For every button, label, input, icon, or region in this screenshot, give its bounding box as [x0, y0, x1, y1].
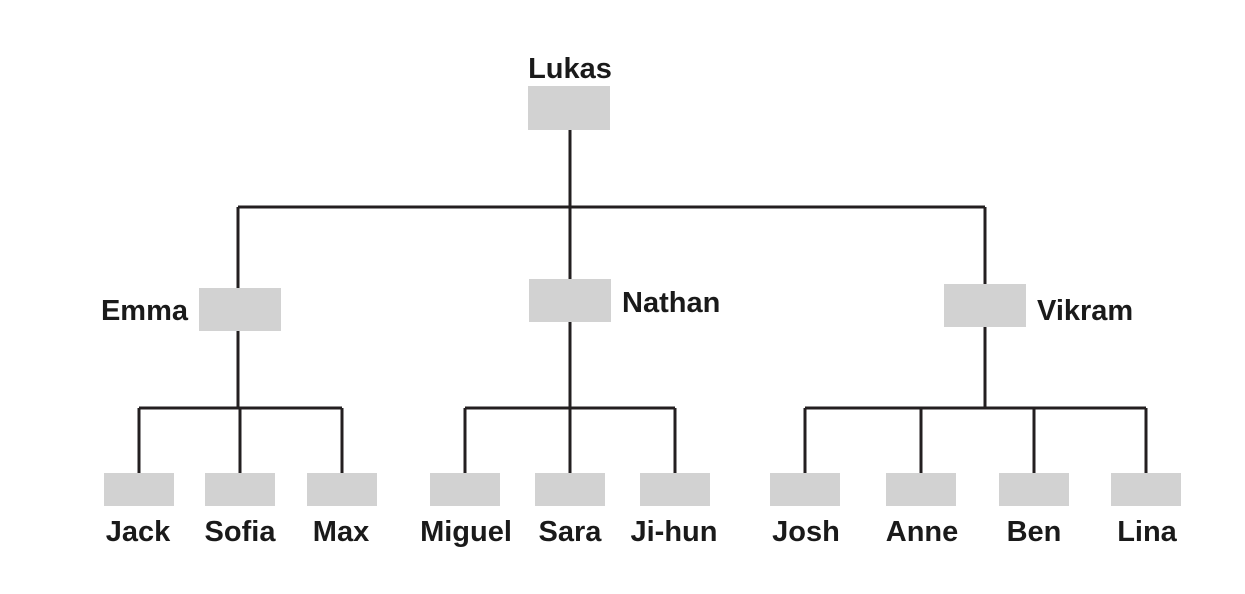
node-box-lukas[interactable]	[528, 86, 610, 130]
node-ben[interactable]: Ben	[999, 473, 1069, 548]
node-box-sofia[interactable]	[205, 473, 275, 506]
node-sara[interactable]: Sara	[535, 473, 605, 548]
node-jack[interactable]: Jack	[104, 473, 174, 548]
node-label-sofia: Sofia	[205, 516, 277, 548]
node-label-lukas: Lukas	[528, 53, 612, 85]
node-label-emma: Emma	[101, 295, 189, 327]
node-label-jihun: Ji-hun	[631, 516, 718, 548]
node-vikram[interactable]: Vikram	[944, 284, 1133, 327]
node-label-josh: Josh	[772, 516, 840, 548]
node-label-vikram: Vikram	[1037, 295, 1133, 327]
node-max[interactable]: Max	[307, 473, 377, 548]
node-emma[interactable]: Emma	[101, 288, 281, 331]
node-box-lina[interactable]	[1111, 473, 1181, 506]
node-label-miguel: Miguel	[420, 516, 512, 548]
node-nathan[interactable]: Nathan	[529, 279, 720, 322]
node-jihun[interactable]: Ji-hun	[631, 473, 718, 548]
node-sofia[interactable]: Sofia	[205, 473, 277, 548]
node-label-ben: Ben	[1007, 516, 1062, 548]
node-anne[interactable]: Anne	[886, 473, 959, 548]
node-josh[interactable]: Josh	[770, 473, 840, 548]
node-box-nathan[interactable]	[529, 279, 611, 322]
node-label-anne: Anne	[886, 516, 959, 548]
node-box-jack[interactable]	[104, 473, 174, 506]
connector-layer	[137, 130, 1148, 473]
node-miguel[interactable]: Miguel	[420, 473, 512, 548]
node-box-emma[interactable]	[199, 288, 281, 331]
node-lina[interactable]: Lina	[1111, 473, 1181, 548]
node-box-sara[interactable]	[535, 473, 605, 506]
node-label-sara: Sara	[539, 516, 603, 548]
node-lukas[interactable]: Lukas	[528, 53, 612, 130]
node-box-max[interactable]	[307, 473, 377, 506]
node-label-lina: Lina	[1117, 516, 1177, 548]
node-box-miguel[interactable]	[430, 473, 500, 506]
node-box-anne[interactable]	[886, 473, 956, 506]
node-label-nathan: Nathan	[622, 287, 720, 319]
node-box-josh[interactable]	[770, 473, 840, 506]
node-box-jihun[interactable]	[640, 473, 710, 506]
node-label-max: Max	[313, 516, 369, 548]
node-label-jack: Jack	[106, 516, 171, 548]
node-box-ben[interactable]	[999, 473, 1069, 506]
node-box-vikram[interactable]	[944, 284, 1026, 327]
